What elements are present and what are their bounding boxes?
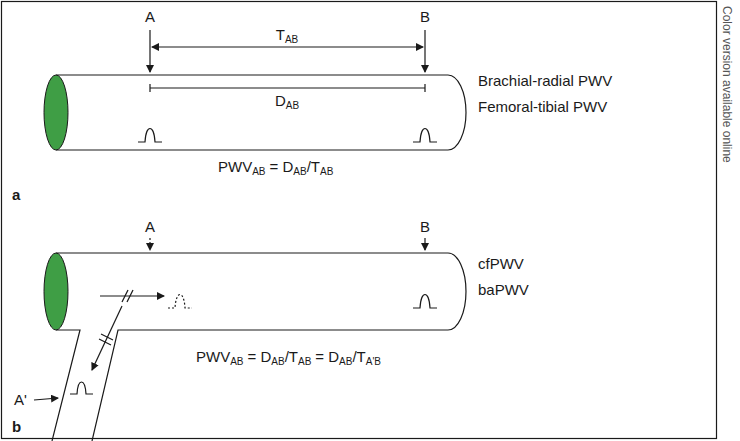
formula-term: = D: [248, 348, 272, 365]
measure-name: cfPWV: [478, 255, 524, 273]
subscript: AB: [320, 166, 333, 177]
site-label: B: [420, 8, 430, 26]
formula-term: PWV: [218, 158, 252, 175]
site-label: A': [14, 391, 27, 409]
vessel-lumen: [44, 253, 68, 330]
subscript: AB: [271, 356, 284, 367]
formula-term: /T: [352, 348, 365, 365]
subscript: AB: [230, 356, 243, 367]
time-symbol: T: [276, 26, 285, 43]
time-label: TAB: [276, 26, 299, 49]
formula-term: = D: [270, 158, 294, 175]
subscript: AB: [286, 100, 299, 111]
formula-term: PWV: [196, 348, 230, 365]
site-label: A: [145, 8, 155, 26]
figure-frame: [2, 2, 717, 439]
artery-tube: [56, 253, 466, 441]
distance-symbol: D: [275, 92, 286, 109]
subscript: AB: [252, 166, 265, 177]
pulse-wave: [168, 295, 192, 309]
formula: PWVAB= DAB/TAB: [218, 158, 333, 181]
site-label: B: [420, 218, 430, 236]
formula-term: /T: [307, 158, 320, 175]
measure-name: Femoral-tibial PWV: [478, 98, 607, 116]
distance-label: DAB: [275, 92, 299, 115]
site-label: A: [145, 218, 155, 236]
subscript: AB: [339, 356, 352, 367]
formula: PWVAB= DAB/TAB= DAB/TA'B: [196, 348, 381, 371]
formula-term: /T: [285, 348, 298, 365]
availability-note: Color version available online: [718, 6, 736, 163]
subscript: A'B: [366, 356, 381, 367]
subscript: AB: [293, 166, 306, 177]
pulse-wave: [138, 129, 162, 143]
pulse-wave: [413, 295, 437, 309]
pulse-wave: [70, 382, 93, 394]
panel-letter: b: [12, 418, 21, 436]
formula-term: = D: [315, 348, 339, 365]
measure-name: baPWV: [478, 281, 529, 299]
subscript: AB: [285, 34, 298, 45]
pulse-wave: [413, 129, 437, 143]
artery-tube: [56, 75, 466, 150]
branch-artery: [52, 330, 80, 441]
subscript: AB: [298, 356, 311, 367]
vessel-lumen: [44, 75, 68, 150]
panel-letter: a: [12, 186, 20, 204]
measure-name: Brachial-radial PWV: [478, 72, 612, 90]
